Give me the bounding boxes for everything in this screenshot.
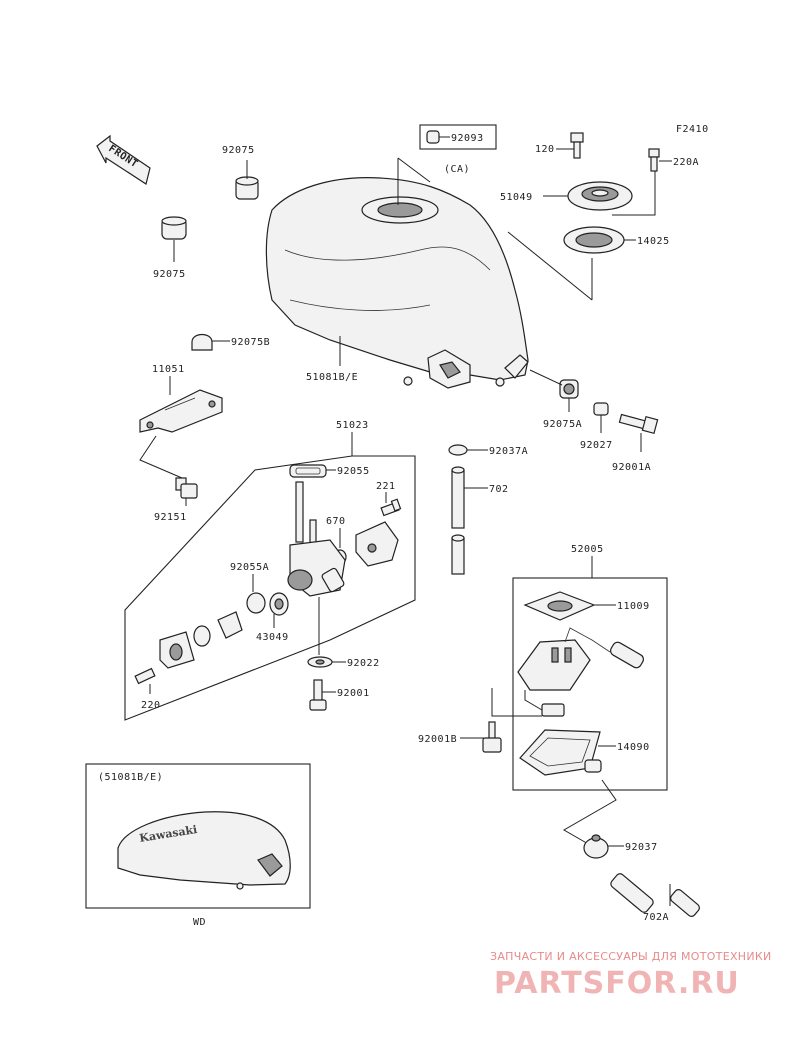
callout-92027: 92027 bbox=[580, 440, 613, 451]
gasket-92055 bbox=[289, 464, 327, 478]
oring-92055a bbox=[246, 592, 266, 614]
clip-92037 bbox=[583, 834, 609, 859]
callout-52005: 52005 bbox=[571, 544, 604, 555]
bolt-92001b bbox=[482, 721, 502, 753]
connector bbox=[541, 703, 565, 717]
callout-92151: 92151 bbox=[154, 512, 187, 523]
callout-92037a: 92037A bbox=[489, 446, 528, 457]
cover-plate bbox=[355, 521, 399, 567]
damper-92075b bbox=[191, 333, 213, 351]
callout-92075b: 92075B bbox=[231, 337, 270, 348]
screw-220 bbox=[134, 667, 156, 685]
callout-43049: 43049 bbox=[256, 632, 289, 643]
inset-tank bbox=[117, 811, 291, 890]
hose-702 bbox=[451, 466, 465, 575]
inset-footer: WD bbox=[193, 917, 206, 928]
inset-title: (51081B/E) bbox=[98, 772, 163, 783]
callout-92055: 92055 bbox=[337, 466, 370, 477]
bolt-220a bbox=[648, 148, 660, 172]
bolt-92001a bbox=[618, 413, 659, 435]
callout-92001b: 92001B bbox=[418, 734, 457, 745]
fuel-cock-body bbox=[287, 481, 346, 597]
callout-51081be: 51081B/E bbox=[306, 372, 358, 383]
callout-51023: 51023 bbox=[336, 420, 369, 431]
damper-92075-left bbox=[161, 216, 187, 240]
bolt-92001 bbox=[309, 679, 327, 711]
callout-702a: 702A bbox=[643, 912, 669, 923]
lever-parts bbox=[159, 611, 243, 669]
fuel-tank bbox=[265, 177, 529, 389]
callout-92037: 92037 bbox=[625, 842, 658, 853]
watermark-logo: PARTSFOR.RU bbox=[494, 966, 740, 1001]
callout-92001a: 92001A bbox=[612, 462, 651, 473]
callout-220a: 220A bbox=[673, 157, 699, 168]
callout-92055a: 92055A bbox=[230, 562, 269, 573]
callout-120: 120 bbox=[535, 144, 555, 155]
inset-frame bbox=[85, 763, 311, 909]
damper-92075a bbox=[559, 379, 579, 399]
gasket-11009 bbox=[523, 591, 596, 621]
callout-51049: 51049 bbox=[500, 192, 533, 203]
callout-670: 670 bbox=[326, 516, 346, 527]
callout-92093: 92093 bbox=[451, 133, 484, 144]
ca-box bbox=[419, 124, 497, 150]
callout-702: 702 bbox=[489, 484, 509, 495]
callout-92001: 92001 bbox=[337, 688, 370, 699]
fuel-cock-frame bbox=[124, 455, 416, 721]
hose-702a bbox=[610, 873, 700, 917]
bracket-14090 bbox=[519, 729, 602, 776]
callout-11051: 11051 bbox=[152, 364, 185, 375]
level-unit-frame bbox=[512, 577, 668, 791]
collar-92027 bbox=[593, 402, 609, 416]
nut-92093 bbox=[426, 130, 440, 144]
clip-92037a bbox=[448, 444, 468, 456]
callout-92075-left: 92075 bbox=[153, 269, 186, 280]
callout-220: 220 bbox=[141, 700, 161, 711]
callout-14025: 14025 bbox=[637, 236, 670, 247]
bolt-92151 bbox=[175, 477, 198, 499]
watermark-caption: ЗАПЧАСТИ И АКСЕССУАРЫ ДЛЯ МОТОТЕХНИКИ bbox=[490, 950, 772, 963]
callout-221: 221 bbox=[376, 481, 396, 492]
cap-base-14025 bbox=[563, 226, 625, 254]
front-arrow-icon: FRONT bbox=[96, 134, 151, 185]
bolt-120 bbox=[570, 132, 584, 159]
callout-14090: 14090 bbox=[617, 742, 650, 753]
callout-92093-note: (CA) bbox=[444, 164, 470, 175]
screw-221 bbox=[380, 498, 402, 517]
callout-92075a: 92075A bbox=[543, 419, 582, 430]
callout-11009: 11009 bbox=[617, 601, 650, 612]
diagram-code: F2410 bbox=[676, 124, 709, 135]
callout-92022: 92022 bbox=[347, 658, 380, 669]
damper-92075-top bbox=[235, 176, 259, 200]
bracket-11051 bbox=[139, 389, 223, 433]
filter-43049 bbox=[269, 592, 289, 616]
fuel-cap-51049 bbox=[567, 181, 633, 211]
callout-92075-top: 92075 bbox=[222, 145, 255, 156]
level-sensor bbox=[517, 627, 644, 691]
